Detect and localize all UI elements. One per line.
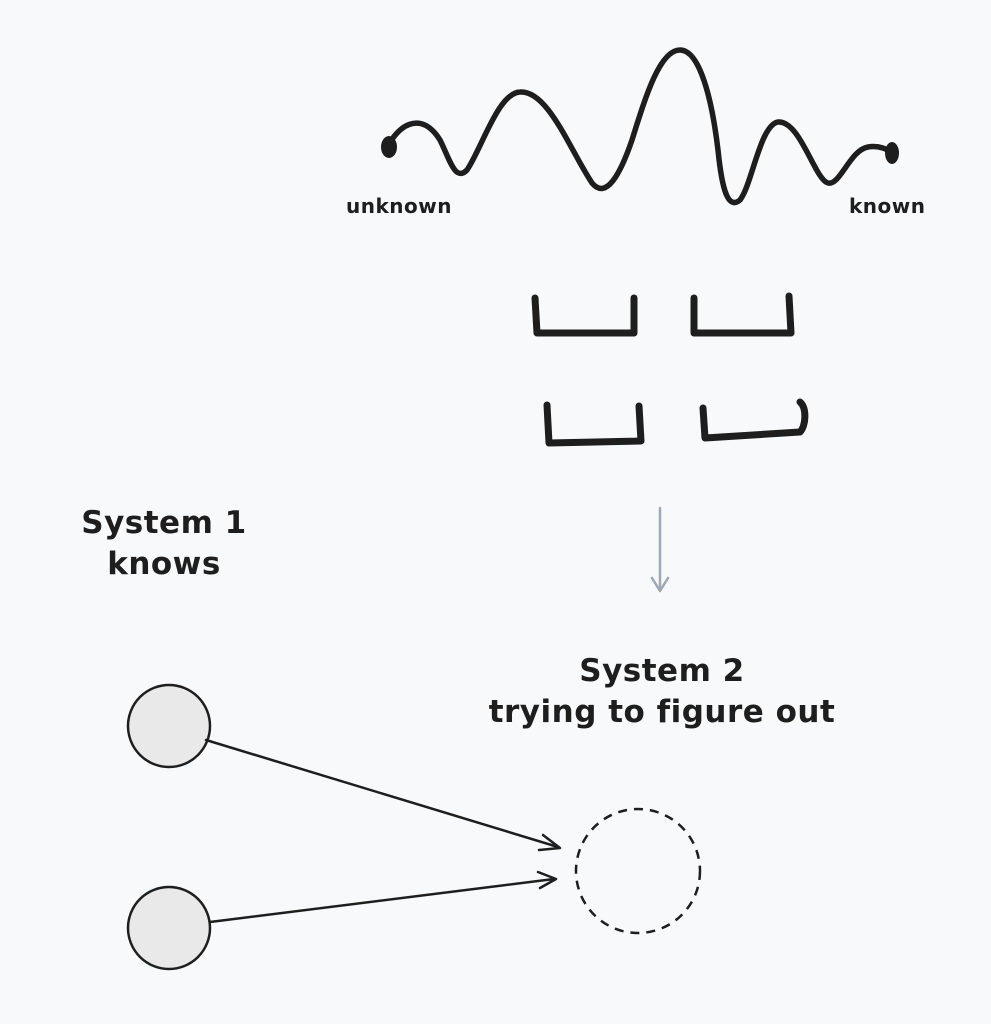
bracket-top-right — [690, 292, 795, 337]
wave-start-label: unknown — [346, 194, 452, 218]
arrow-bottom-head — [536, 870, 558, 890]
wave-line — [385, 47, 896, 206]
arrow-top-head — [537, 833, 562, 852]
arrow-bottom-to-target — [208, 877, 556, 924]
wave-start-dot — [381, 136, 397, 158]
system1-subtitle: knows — [107, 546, 221, 582]
bracket-bottom-right — [699, 398, 809, 442]
down-arrow-head — [650, 576, 670, 593]
system1-node-top — [126, 683, 212, 769]
system1-label: System 1 knows — [64, 508, 264, 580]
bracket-bottom-left — [543, 401, 645, 447]
wave-end-dot — [885, 142, 899, 164]
wave-end-label: known — [849, 194, 926, 218]
system2-target-node — [574, 807, 702, 935]
system2-label: System 2 trying to figure out — [452, 656, 872, 728]
system2-title: System 2 — [579, 653, 745, 689]
system1-title: System 1 — [81, 505, 247, 541]
system2-subtitle: trying to figure out — [488, 694, 836, 730]
system1-node-bottom — [126, 885, 212, 971]
bracket-top-left — [531, 294, 638, 337]
arrow-top-to-target — [204, 738, 560, 849]
